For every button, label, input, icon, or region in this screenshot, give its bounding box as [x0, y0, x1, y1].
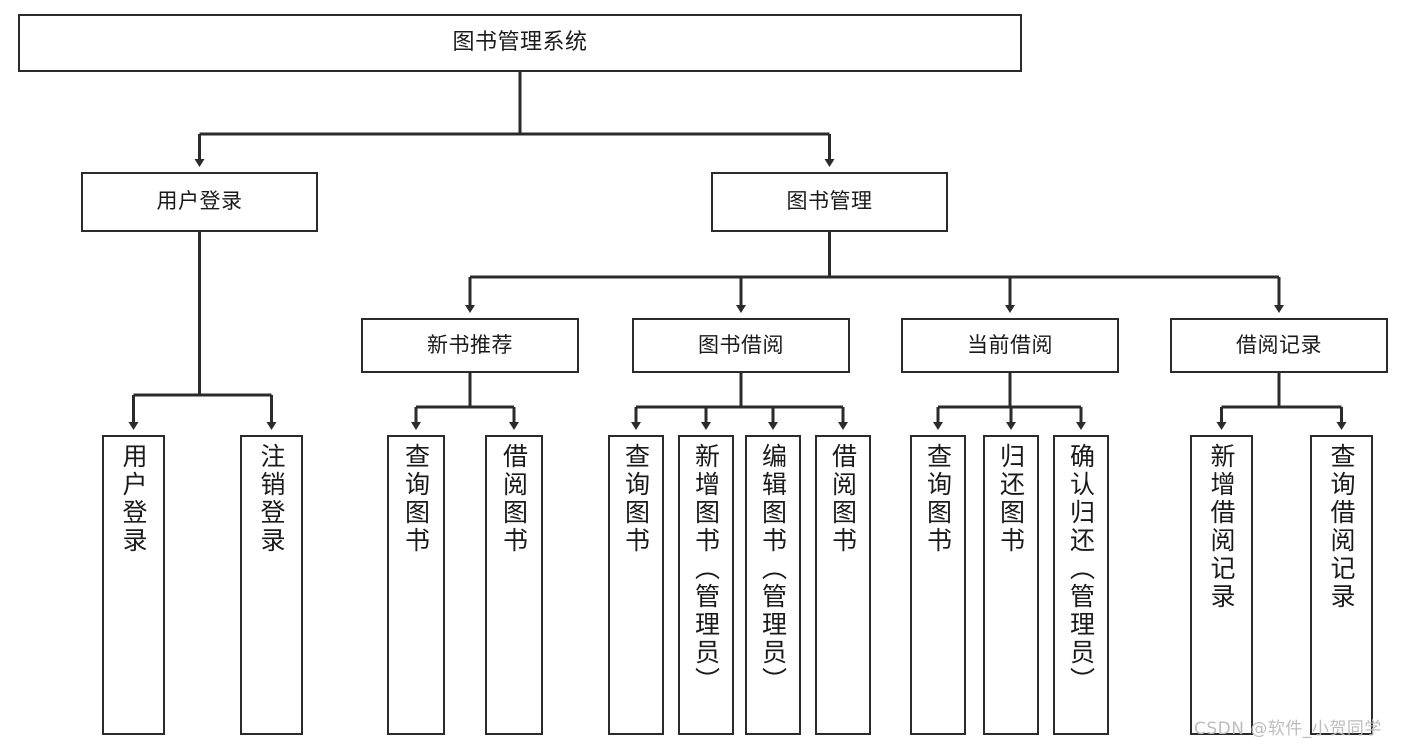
node-label: 用户登录: [119, 443, 148, 555]
node-leaf-user-login[interactable]: 用户登录: [102, 435, 165, 735]
node-label: 新增图书（管理员）: [691, 443, 721, 695]
node-label: 编辑图书（管理员）: [758, 443, 788, 695]
node-leaf-borrow-book-2[interactable]: 借阅图书: [815, 435, 871, 735]
node-label: 图书借阅: [698, 332, 784, 357]
node-label: 查询图书: [621, 443, 651, 555]
node-label: 借阅图书: [499, 443, 529, 555]
csdn-watermark: CSDN @软件_小贺同学: [1194, 719, 1382, 739]
node-borrow-record[interactable]: 借阅记录: [1170, 318, 1388, 373]
node-label: 查询借阅记录: [1327, 443, 1356, 611]
node-label: 借阅图书: [828, 443, 858, 555]
node-leaf-query-book-1[interactable]: 查询图书: [387, 435, 445, 735]
node-current-borrow[interactable]: 当前借阅: [901, 318, 1119, 373]
node-new-book-recommend[interactable]: 新书推荐: [361, 318, 579, 373]
node-label: 图书管理: [786, 189, 873, 214]
node-label: 确认归还（管理员）: [1066, 443, 1096, 695]
node-label: 用户登录: [156, 189, 243, 214]
node-label: 归还图书: [996, 443, 1026, 555]
node-label: 图书管理系统: [452, 29, 588, 55]
node-label: 查询图书: [401, 443, 431, 555]
node-user-login[interactable]: 用户登录: [81, 172, 318, 232]
node-leaf-confirm-return[interactable]: 确认归还（管理员）: [1053, 435, 1109, 735]
node-leaf-add-record[interactable]: 新增借阅记录: [1190, 435, 1253, 735]
node-root[interactable]: 图书管理系统: [18, 14, 1022, 72]
node-label: 借阅记录: [1236, 332, 1322, 357]
node-leaf-user-logout[interactable]: 注销登录: [240, 435, 303, 735]
node-label: 新增借阅记录: [1207, 443, 1236, 611]
node-leaf-edit-book[interactable]: 编辑图书（管理员）: [745, 435, 801, 735]
node-leaf-query-record[interactable]: 查询借阅记录: [1310, 435, 1373, 735]
node-label: 注销登录: [257, 443, 286, 555]
node-leaf-borrow-book-1[interactable]: 借阅图书: [485, 435, 543, 735]
node-leaf-query-book-2[interactable]: 查询图书: [608, 435, 664, 735]
node-label: 查询图书: [923, 443, 953, 555]
node-leaf-add-book[interactable]: 新增图书（管理员）: [678, 435, 734, 735]
node-book-borrow[interactable]: 图书借阅: [632, 318, 850, 373]
node-leaf-return-book[interactable]: 归还图书: [983, 435, 1039, 735]
node-book-management[interactable]: 图书管理: [711, 172, 948, 232]
node-label: 当前借阅: [967, 332, 1053, 357]
node-label: 新书推荐: [427, 332, 513, 357]
node-leaf-query-book-3[interactable]: 查询图书: [910, 435, 966, 735]
